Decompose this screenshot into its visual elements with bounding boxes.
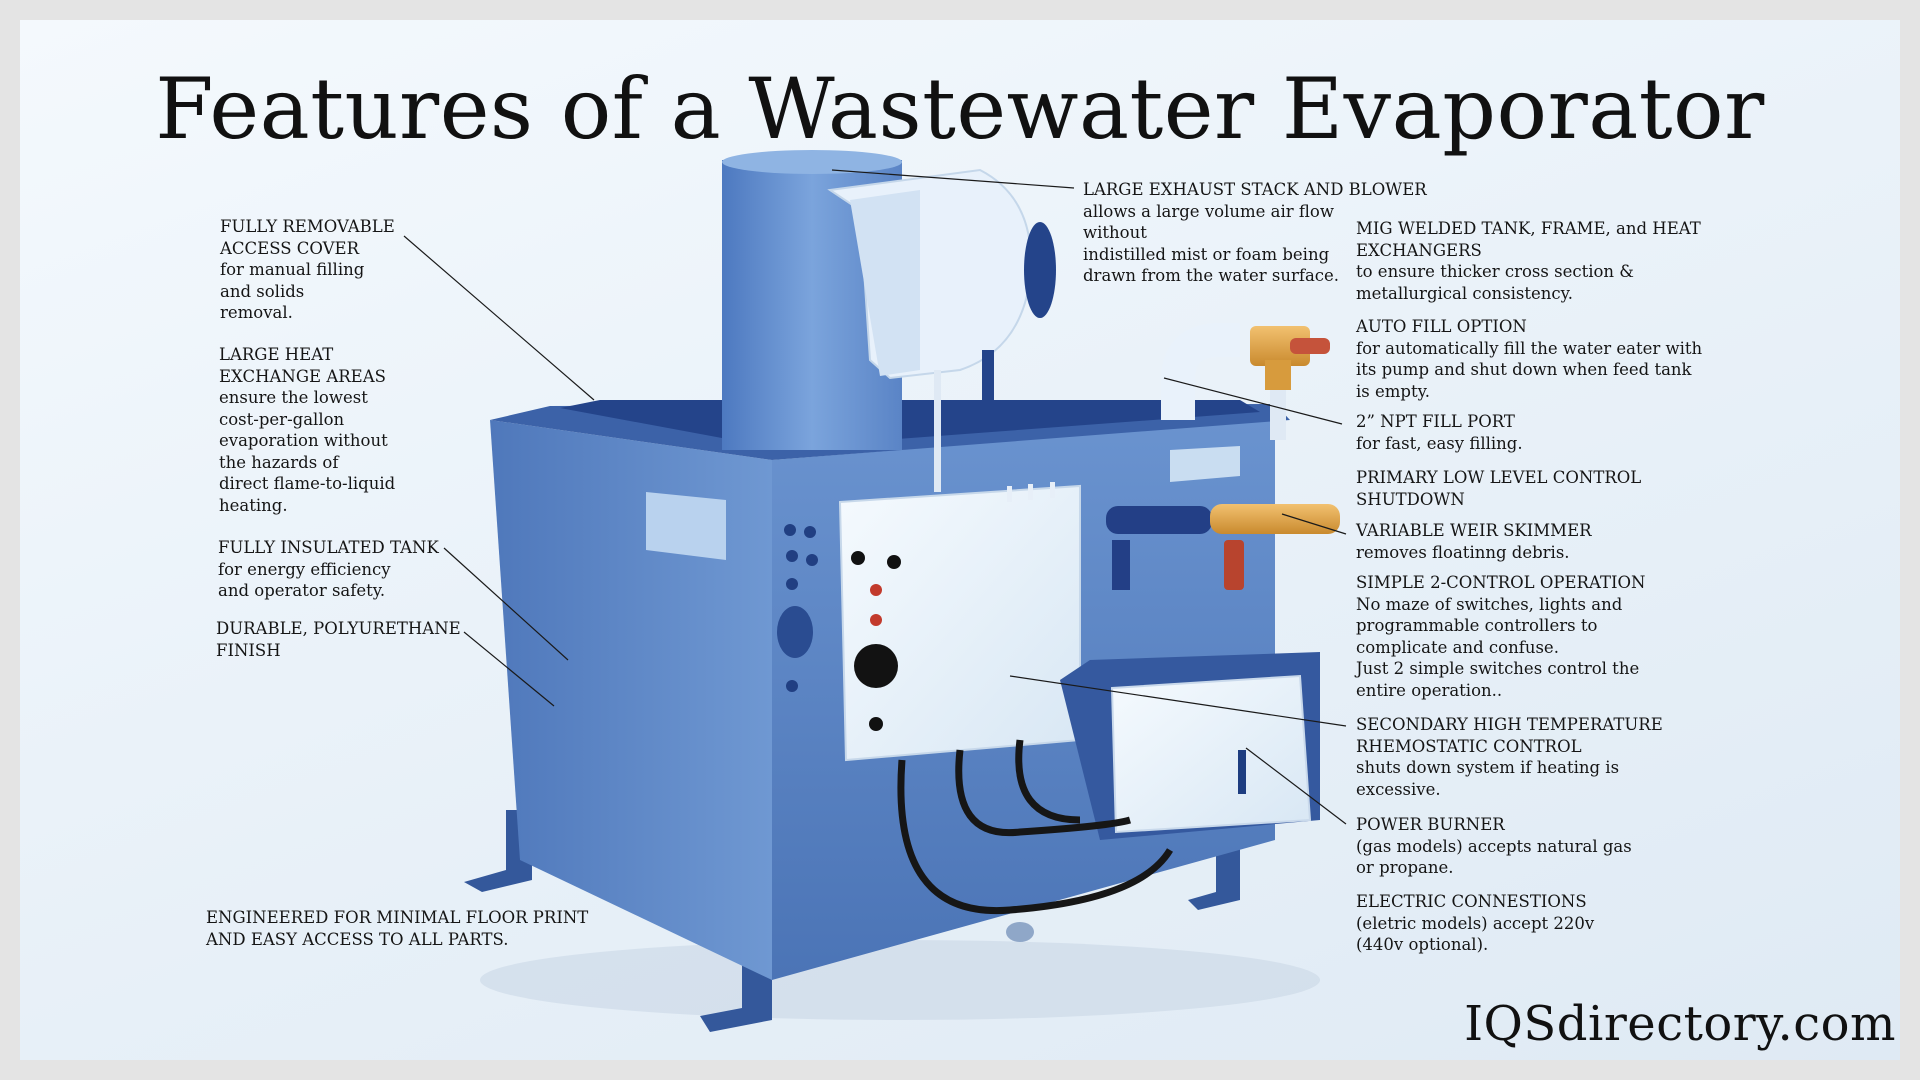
leader-lines — [403, 169, 1347, 825]
callout-heading: AUTO FILL OPTION — [1356, 317, 1527, 336]
blower-motor — [1024, 222, 1056, 318]
probe-rod — [934, 370, 941, 492]
callout-electric-connections: ELECTRIC CONNESTIONS (eletric models) ac… — [1356, 891, 1594, 956]
fill-pipe — [1161, 323, 1240, 420]
callout-heading: SIMPLE 2-CONTROL OPERATION — [1356, 573, 1646, 592]
side-controls — [777, 524, 818, 692]
fill-port-valve — [1250, 326, 1310, 366]
callout-body: (gas models) accepts natural gas or prop… — [1356, 836, 1632, 878]
power-cables — [897, 739, 1173, 915]
callout-power-burner: POWER BURNER (gas models) accepts natura… — [1356, 814, 1632, 879]
callout-heading: PRIMARY LOW LEVEL CONTROL SHUTDOWN — [1356, 468, 1642, 509]
floor-shadow — [480, 940, 1320, 1020]
callout-insulated-tank: FULLY INSULATED TANK for energy efficien… — [218, 537, 439, 602]
power-burner-box — [1110, 674, 1312, 834]
callout-heading: 2” NPT FILL PORT — [1356, 412, 1515, 431]
callout-mig-welded: MIG WELDED TANK, FRAME, and HEAT EXCHANG… — [1356, 218, 1701, 304]
callout-heading: VARIABLE WEIR SKIMMER — [1356, 521, 1592, 540]
callout-auto-fill: AUTO FILL OPTION for automatically fill … — [1356, 316, 1702, 402]
callout-low-level-control: PRIMARY LOW LEVEL CONTROL SHUTDOWN — [1356, 467, 1641, 510]
stack-top — [722, 150, 902, 174]
callout-body: for manual filling and solids removal. — [220, 260, 365, 322]
callout-heat-exchange: LARGE HEAT EXCHANGE AREAS ensure the low… — [219, 344, 395, 516]
callout-heading: SECONDARY HIGH TEMPERATURE RHEMOSTATIC C… — [1356, 715, 1663, 756]
side-plate — [646, 492, 726, 560]
callout-heading: FULLY INSULATED TANK — [218, 538, 439, 557]
blower-face — [850, 190, 920, 376]
tank-side — [490, 420, 772, 980]
callout-body: allows a large volume air flow without i… — [1083, 201, 1340, 286]
callout-heading: ELECTRIC CONNESTIONS — [1356, 892, 1587, 911]
callout-body: for automatically fill the water eater w… — [1356, 338, 1703, 401]
callout-heading: FULLY REMOVABLE ACCESS COVER — [220, 217, 395, 258]
blower-mount — [982, 350, 994, 420]
callout-body: to ensure thicker cross section & metall… — [1356, 262, 1634, 303]
callout-body: for fast, easy filling. — [1356, 433, 1523, 453]
callout-heading: LARGE HEAT EXCHANGE AREAS — [219, 345, 386, 386]
callout-two-control: SIMPLE 2-CONTROL OPERATION No maze of sw… — [1356, 572, 1645, 701]
callout-body: ensure the lowest cost-per-gallon evapor… — [219, 388, 396, 515]
callout-heading: MIG WELDED TANK, FRAME, and HEAT EXCHANG… — [1356, 219, 1701, 260]
callout-finish: DURABLE, POLYURETHANE FINISH — [216, 618, 461, 661]
skimmer-valve — [1210, 504, 1340, 534]
callout-heading: DURABLE, POLYURETHANE FINISH — [216, 619, 461, 660]
callout-body: No maze of switches, lights and programm… — [1356, 594, 1640, 700]
callout-weir-skimmer: VARIABLE WEIR SKIMMER removes floatinng … — [1356, 520, 1592, 563]
callout-body: for energy efficiency and operator safet… — [218, 559, 391, 601]
infographic-canvas: Features of a Wastewater Evaporator FULL… — [20, 20, 1900, 1060]
skimmer-pipe — [1106, 506, 1212, 534]
callout-exhaust-stack: LARGE EXHAUST STACK AND BLOWER allows a … — [1083, 179, 1427, 287]
valve-handle — [1224, 540, 1244, 590]
callout-floor-print: ENGINEERED FOR MINIMAL FLOOR PRINT AND E… — [206, 907, 588, 950]
site-logo[interactable]: IQSdirectory.com — [1464, 996, 1896, 1052]
callout-access-cover: FULLY REMOVABLE ACCESS COVER for manual … — [220, 216, 395, 324]
callout-high-temperature: SECONDARY HIGH TEMPERATURE RHEMOSTATIC C… — [1356, 714, 1663, 800]
page-title: Features of a Wastewater Evaporator — [155, 60, 1765, 158]
callout-heading: ENGINEERED FOR MINIMAL FLOOR PRINT AND E… — [206, 908, 589, 949]
callout-body: (eletric models) accept 220v (440v optio… — [1356, 913, 1595, 955]
drain-plug — [1006, 922, 1034, 942]
callout-heading: POWER BURNER — [1356, 815, 1505, 834]
front-plate — [1170, 446, 1240, 482]
callout-heading: LARGE EXHAUST STACK AND BLOWER — [1083, 180, 1427, 199]
control-box-terminals — [1007, 482, 1055, 502]
evaporator-illustration — [403, 150, 1347, 1032]
control-box-switches — [851, 551, 901, 731]
callout-body: removes floatinng debris. — [1356, 542, 1570, 562]
callout-body: shuts down system if heating is excessiv… — [1356, 758, 1620, 799]
callout-npt-fill-port: 2” NPT FILL PORT for fast, easy filling. — [1356, 411, 1523, 454]
